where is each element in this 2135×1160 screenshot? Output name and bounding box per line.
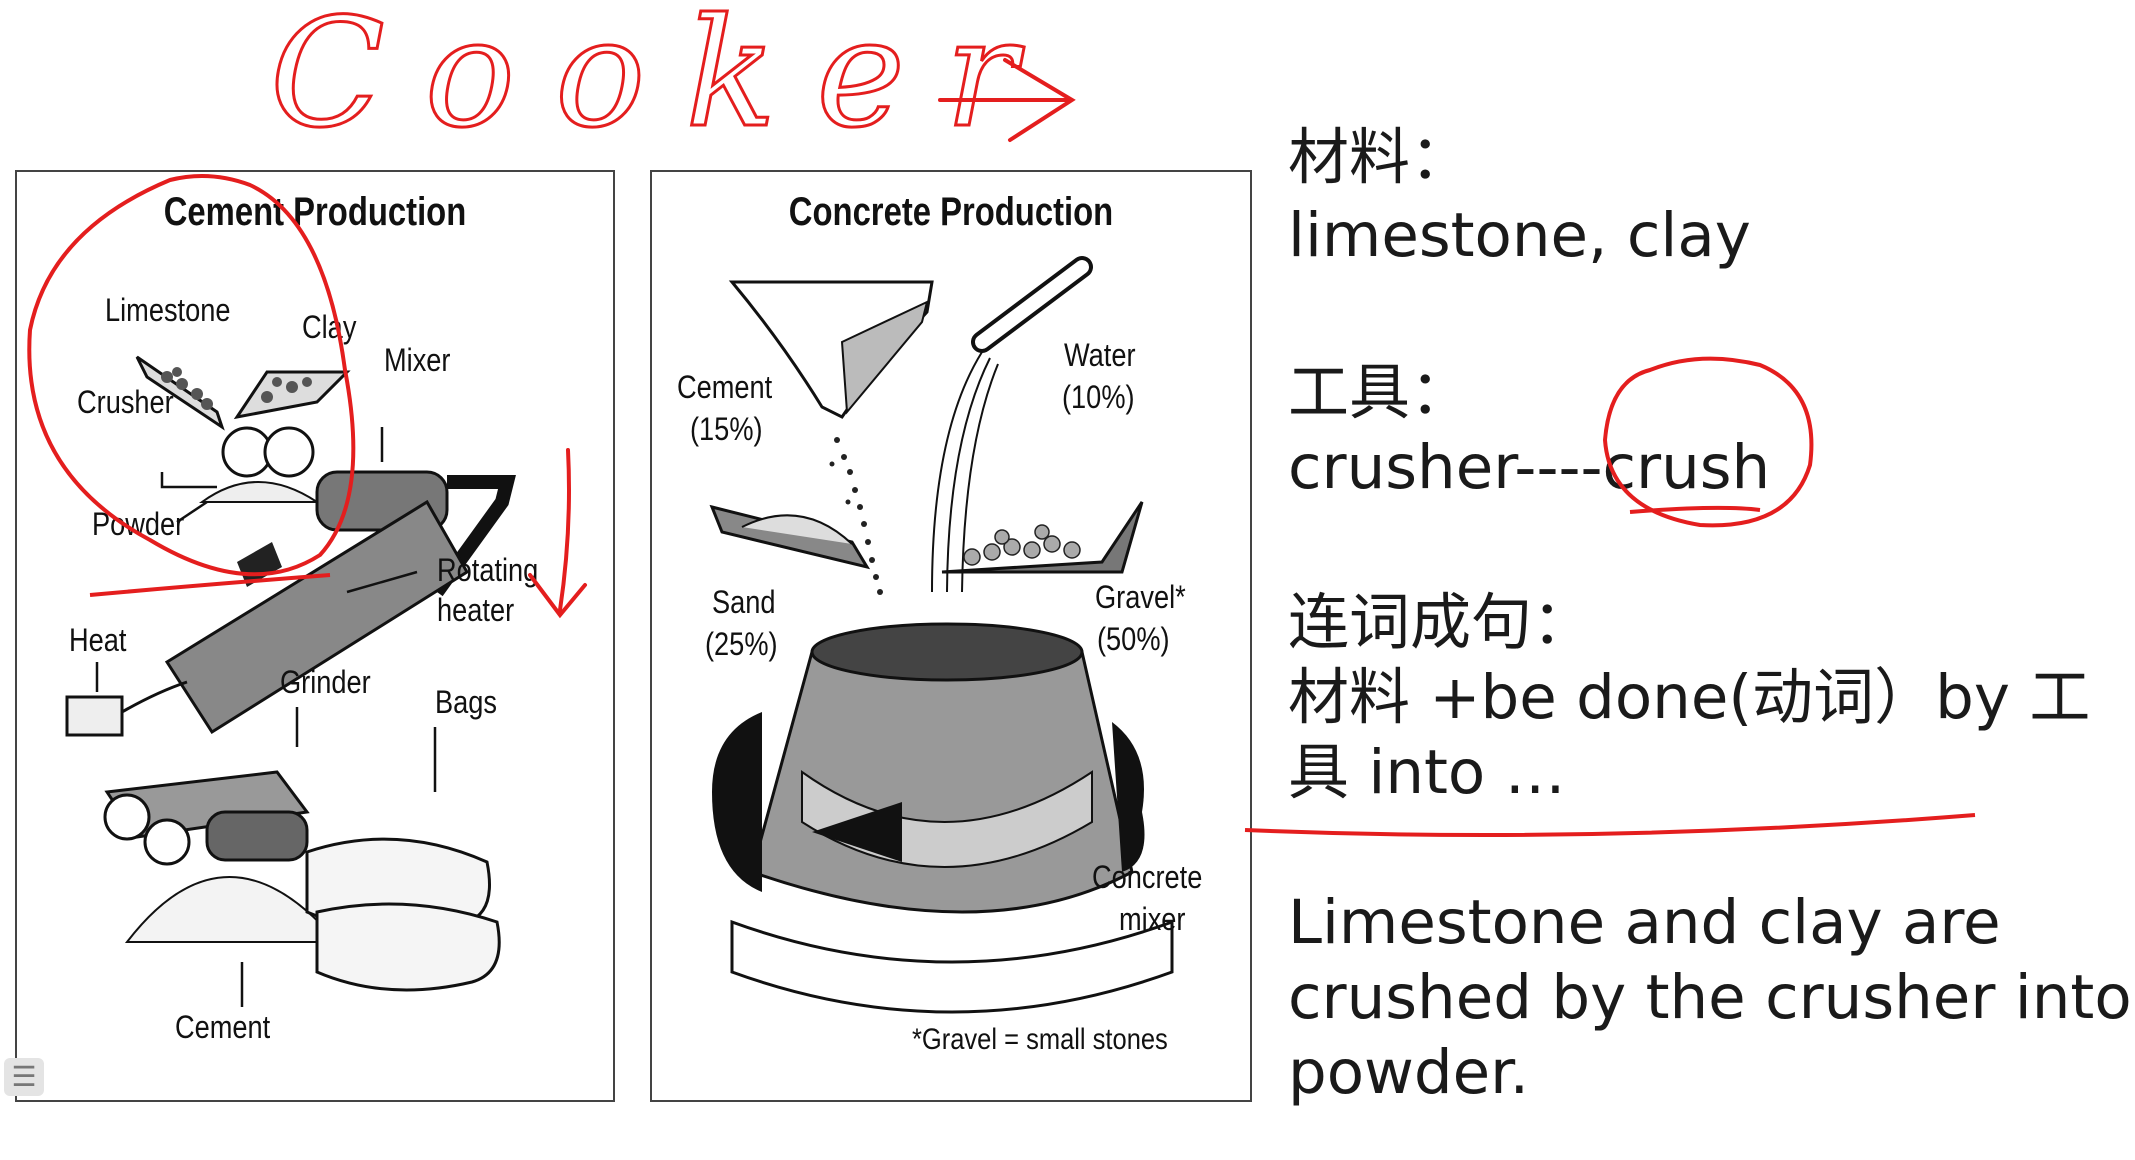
gravel-scoop (941, 501, 1144, 574)
powder-pile (198, 481, 321, 503)
grinder-roller-1 (103, 793, 151, 841)
water-label: Water (1064, 337, 1136, 373)
water-percent-label: (10%) (1062, 379, 1135, 415)
cement-production-diagram: Cement Production (15, 170, 615, 1102)
sentence-line-1: Limestone and clay are (1288, 887, 2001, 958)
clay-hopper (233, 370, 351, 420)
limestone-label: Limestone (105, 292, 231, 328)
rotation-arrow-right (1112, 722, 1145, 872)
cement-falling-stream (829, 437, 883, 595)
phrase-heading: 连词成句： (1288, 587, 1594, 658)
mixer-base (730, 919, 1174, 1014)
sentence-line-3: powder. (1288, 1037, 1530, 1108)
flame (121, 680, 188, 714)
grinder-label: Grinder (280, 664, 371, 700)
gravel-stones (963, 524, 1081, 566)
sand-label: Sand (712, 584, 776, 620)
handwritten-title: Cooker (270, 0, 1057, 161)
menu-icon[interactable]: ☰ (4, 1058, 44, 1096)
mixer-label: mixer (1119, 901, 1186, 937)
grinder-drum (205, 810, 309, 862)
concrete-diagram-title: Concrete Production (788, 190, 1114, 234)
feed-pipe (431, 475, 516, 597)
sand-percent-label: (25%) (705, 626, 778, 662)
grinder-roller-2 (143, 818, 191, 866)
gravel-label: Gravel* (1095, 579, 1186, 615)
materials-text: limestone, clay (1288, 200, 1751, 271)
crusher-label: Crusher (77, 384, 174, 420)
crusher-roller-right (263, 426, 315, 478)
heater-label: heater (437, 592, 515, 628)
pattern-line-2: 具 into … (1288, 737, 1566, 808)
concrete-production-diagram: Concrete Production Cemen (650, 170, 1252, 1102)
crush-underline (1629, 505, 1761, 514)
concrete-process-illustration (709, 256, 1174, 1014)
clay-label: Clay (302, 309, 357, 345)
sentence-line-2: crushed by the crusher into (1288, 962, 2132, 1033)
cement-percent-label: (15%) (690, 411, 763, 447)
rotation-arrow-front (812, 802, 902, 862)
mixer-opening (810, 622, 1084, 682)
heat-burner (65, 695, 124, 737)
pattern-line-1: 材料 +be done(动词）by 工 (1288, 662, 2091, 733)
cement-label: Cement (175, 1009, 271, 1045)
tools-heading: 工具： (1288, 357, 1472, 428)
water-stream (931, 351, 999, 593)
heat-label: Heat (69, 622, 127, 658)
gravel-percent-label: (50%) (1097, 621, 1170, 657)
sand-pile (741, 514, 853, 545)
rotation-arrow-mark (237, 542, 282, 587)
bags-label: Bags (435, 684, 497, 720)
materials-heading: 材料： (1288, 122, 1472, 193)
divider-line (1244, 813, 1976, 837)
gravel-footnote: *Gravel = small stones (912, 1023, 1168, 1056)
rotation-arrow-left (712, 712, 762, 892)
tools-text: crusher----crush (1288, 432, 1771, 503)
cement-bag-2 (315, 902, 501, 992)
mixer-label: Mixer (384, 342, 451, 378)
handwritten-arrow-icon (938, 58, 1076, 142)
concrete-label: Concrete (1092, 859, 1203, 895)
rotating-label: Rotating (437, 552, 539, 588)
cement-ingredient-label: Cement (677, 369, 773, 405)
powder-label: Powder (92, 506, 185, 542)
